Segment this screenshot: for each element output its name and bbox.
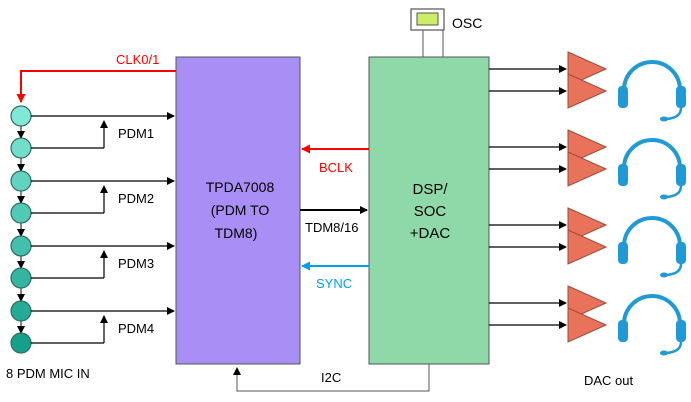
amplifier-triangle-icon bbox=[567, 151, 608, 187]
mic-circle-icon bbox=[10, 300, 32, 322]
pdm1-label: PDM1 bbox=[118, 126, 154, 141]
dsp-soc-block: DSP/ SOC +DAC bbox=[368, 56, 490, 365]
mic-in-label: 8 PDM MIC IN bbox=[6, 366, 90, 381]
amplifier-triangle-icon bbox=[567, 207, 608, 243]
amplifier-triangle-icon bbox=[567, 229, 608, 265]
amplifier-triangle-icon bbox=[567, 51, 608, 87]
headphone-icon bbox=[618, 216, 686, 278]
dsp-line-3: +DAC bbox=[410, 225, 451, 242]
tpda-subtitle-2: TDM8) bbox=[215, 225, 258, 241]
pdm4-label: PDM4 bbox=[118, 321, 154, 336]
dsp-line-2: SOC bbox=[414, 203, 447, 220]
tdm-bus-label: TDM8/16 bbox=[305, 220, 358, 235]
headphone-icon bbox=[618, 138, 686, 200]
clk-label: CLK0/1 bbox=[116, 52, 159, 67]
headphone-icon bbox=[618, 60, 686, 122]
amplifier-triangle-icon bbox=[567, 285, 608, 321]
i2c-label: I2C bbox=[321, 370, 341, 385]
mic-circle-icon bbox=[10, 170, 32, 192]
amplifier-triangle-icon bbox=[567, 73, 608, 109]
mic-chain bbox=[10, 105, 32, 354]
mic-circle-icon bbox=[10, 332, 32, 354]
amplifier-triangle-icon bbox=[567, 129, 608, 165]
tpda-subtitle-1: (PDM TO bbox=[211, 202, 270, 218]
dac-outputs bbox=[489, 51, 686, 356]
bclk-label: BCLK bbox=[319, 160, 353, 175]
pdm3-label: PDM3 bbox=[118, 256, 154, 271]
mic-circle-icon bbox=[10, 105, 32, 127]
dac-out-label: DAC out bbox=[584, 373, 634, 388]
osc-label: OSC bbox=[452, 15, 482, 31]
sync-label: SYNC bbox=[316, 276, 352, 291]
tpda-title: TPDA7008 bbox=[206, 179, 275, 195]
mic-circle-icon bbox=[10, 235, 32, 257]
mic-circle-icon bbox=[10, 202, 32, 224]
dsp-title: DSP/ bbox=[412, 181, 448, 198]
clk-line bbox=[16, 70, 176, 103]
mic-circle-icon bbox=[10, 137, 32, 159]
pdm-lines bbox=[31, 112, 175, 344]
headphone-icon bbox=[618, 294, 686, 356]
tpda7008-block: TPDA7008 (PDM TO TDM8) bbox=[175, 56, 301, 365]
oscillator-icon bbox=[410, 8, 445, 57]
amplifier-triangle-icon bbox=[567, 307, 608, 343]
mic-circle-icon bbox=[10, 267, 32, 289]
pdm2-label: PDM2 bbox=[118, 191, 154, 206]
i2c-line bbox=[233, 364, 430, 392]
